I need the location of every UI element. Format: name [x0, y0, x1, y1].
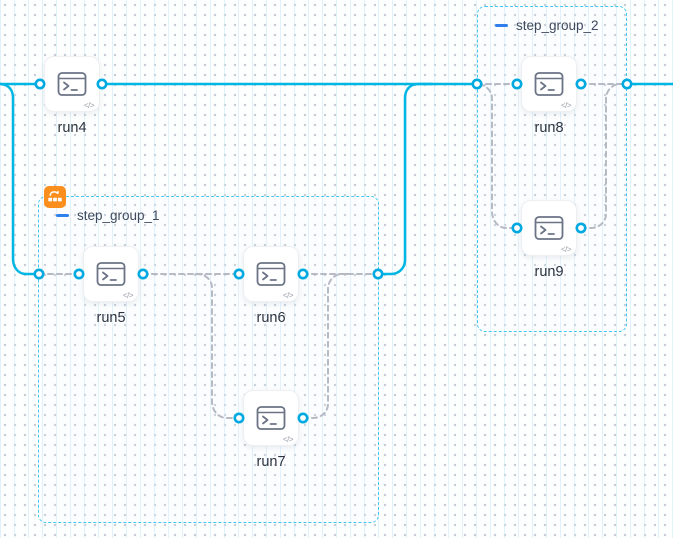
edge-run7-to-group1out[interactable]	[302, 273, 353, 419]
port-run4-out[interactable]	[96, 78, 108, 90]
node-run8[interactable]: </>	[521, 56, 577, 112]
code-icon: </>	[282, 435, 294, 444]
node-label: run4	[57, 120, 87, 136]
terminal-icon	[57, 72, 87, 96]
loop-steps-badge-icon	[44, 186, 66, 208]
port-run6-in[interactable]	[233, 268, 245, 280]
port-run7-out[interactable]	[297, 412, 309, 424]
edge-start-to-group1[interactable]	[0, 82, 41, 276]
port-run9-out[interactable]	[575, 222, 587, 234]
port-run8-out[interactable]	[575, 78, 587, 90]
node-label: run9	[534, 264, 564, 280]
port-run7-in[interactable]	[233, 412, 245, 424]
code-icon: </>	[83, 101, 95, 110]
edge-group2in-to-run9[interactable]	[478, 83, 518, 229]
edge-run9-to-group2out[interactable]	[580, 83, 628, 229]
node-label: run6	[256, 310, 286, 326]
terminal-icon	[96, 262, 126, 286]
group-label: step_group_2	[516, 18, 599, 33]
code-icon: </>	[282, 291, 294, 300]
node-run9[interactable]: </>	[521, 200, 577, 256]
node-label: run7	[256, 454, 286, 470]
edge-run5-to-run7[interactable]	[195, 273, 240, 419]
code-icon: </>	[560, 245, 572, 254]
port-group2-in[interactable]	[471, 78, 483, 90]
port-group1-in[interactable]	[33, 268, 45, 280]
group-header: step_group_1	[56, 208, 160, 223]
node-run7[interactable]: </>	[243, 390, 299, 446]
node-run4[interactable]: </>	[44, 56, 100, 112]
port-group1-out[interactable]	[372, 268, 384, 280]
loop-steps-badge[interactable]	[44, 186, 66, 208]
node-run5[interactable]: </>	[83, 246, 139, 302]
port-run5-out[interactable]	[137, 268, 149, 280]
port-group2-out[interactable]	[621, 78, 633, 90]
group-header: step_group_2	[495, 18, 599, 33]
terminal-icon	[534, 72, 564, 96]
port-run8-in[interactable]	[511, 78, 523, 90]
port-run4-in[interactable]	[34, 78, 46, 90]
terminal-icon	[256, 406, 286, 430]
group-label: step_group_1	[77, 208, 160, 223]
port-run6-out[interactable]	[297, 268, 309, 280]
minus-icon[interactable]	[495, 24, 508, 27]
terminal-icon	[256, 262, 286, 286]
code-icon: </>	[122, 291, 134, 300]
node-label: run8	[534, 120, 564, 136]
node-label: run5	[96, 310, 126, 326]
port-run5-in[interactable]	[73, 268, 85, 280]
code-icon: </>	[560, 101, 572, 110]
minus-icon[interactable]	[56, 214, 69, 217]
port-run9-in[interactable]	[511, 222, 523, 234]
terminal-icon	[534, 216, 564, 240]
edge-group1-to-group2[interactable]	[376, 82, 434, 276]
node-run6[interactable]: </>	[243, 246, 299, 302]
